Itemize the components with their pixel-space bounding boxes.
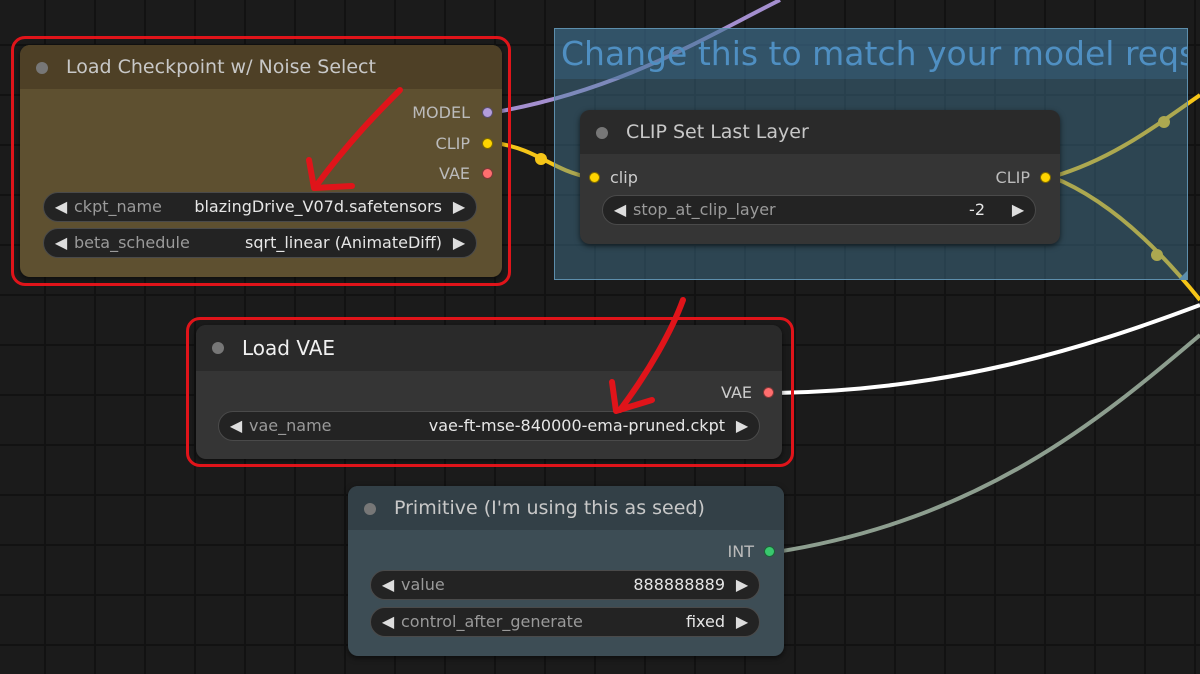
output-label-clip: CLIP [435,134,470,153]
clip-wire-reroute-dot-2[interactable] [1158,116,1170,128]
node-title: Load Checkpoint w/ Noise Select [66,56,376,78]
arrow-left-icon[interactable]: ◀ [54,197,68,216]
output-label-clip: CLIP [995,168,1030,187]
node-header[interactable]: CLIP Set Last Layer [580,110,1060,154]
primitive-seed-node[interactable]: Primitive (I'm using this as seed) INT ◀… [348,486,784,656]
node-title: Primitive (I'm using this as seed) [394,497,705,519]
arrow-left-icon[interactable]: ◀ [381,612,395,631]
output-label-model: MODEL [412,103,470,122]
collapse-dot-icon[interactable] [36,62,48,74]
collapse-dot-icon[interactable] [596,127,608,139]
widget-label: stop_at_clip_layer [633,200,776,219]
widget-value: blazingDrive_V07d.safetensors [194,197,442,216]
widget-value: -2 [969,200,985,219]
clip-set-last-layer-node[interactable]: CLIP Set Last Layer clip CLIP ◀ stop_at_… [580,110,1060,244]
vae-output-socket[interactable] [763,387,774,398]
arrow-left-icon[interactable]: ◀ [54,233,68,252]
control-after-generate-combo[interactable]: ◀ control_after_generate fixed ▶ [370,607,760,637]
output-label-int: INT [727,542,754,561]
vae-name-combo[interactable]: ◀ vae_name vae-ft-mse-840000-ema-pruned.… [218,411,760,441]
widget-value: sqrt_linear (AnimateDiff) [245,233,442,252]
clip-wire-out-top [1051,93,1200,179]
clip-output-socket[interactable] [482,138,493,149]
model-output-socket[interactable] [482,107,493,118]
group-title: Change this to match your model reqs [561,34,1187,73]
arrow-right-icon[interactable]: ▶ [452,197,466,216]
group-title-bar[interactable] [555,29,1187,79]
widget-value: 888888889 [633,575,725,594]
input-label-clip: clip [610,168,638,187]
model-wire [495,0,781,114]
arrow-right-icon[interactable]: ▶ [1011,200,1025,219]
beta-schedule-combo[interactable]: ◀ beta_schedule sqrt_linear (AnimateDiff… [43,228,477,258]
collapse-dot-icon[interactable] [364,503,376,515]
stop-at-clip-layer-number[interactable]: ◀ stop_at_clip_layer -2 ▶ [602,195,1036,225]
arrow-right-icon[interactable]: ▶ [735,575,749,594]
highlight-box-vae [186,317,794,467]
collapse-dot-icon[interactable] [212,342,224,354]
clip-wire-out-bottom [1051,175,1200,302]
vae-output-socket[interactable] [482,168,493,179]
arrow-left-icon[interactable]: ◀ [229,416,243,435]
output-label-vae: VAE [439,164,470,183]
widget-label: control_after_generate [401,612,583,631]
group-resize-handle[interactable] [1179,271,1187,279]
output-label-vae: VAE [721,383,752,402]
int-output-socket[interactable] [764,546,775,557]
int-wire [775,333,1200,554]
widget-label: beta_schedule [74,233,190,252]
arrow-left-icon[interactable]: ◀ [381,575,395,594]
clip-wire-reroute-dot-3[interactable] [1151,249,1163,261]
arrow-left-icon[interactable]: ◀ [613,200,627,219]
node-title: Load VAE [242,336,336,360]
clip-wire-reroute-dot[interactable] [535,153,547,165]
arrow-right-icon[interactable]: ▶ [735,612,749,631]
widget-label: ckpt_name [74,197,162,216]
clip-output-socket[interactable] [1040,172,1051,183]
arrow-right-icon[interactable]: ▶ [452,233,466,252]
clip-input-socket[interactable] [589,172,600,183]
widget-value: fixed [685,612,725,631]
arrow-right-icon[interactable]: ▶ [735,416,749,435]
load-checkpoint-node[interactable]: Load Checkpoint w/ Noise Select MODEL CL… [20,45,502,277]
node-title: CLIP Set Last Layer [626,121,809,143]
widget-label: vae_name [249,416,332,435]
seed-value-number[interactable]: ◀ value 888888889 ▶ [370,570,760,600]
widget-label: value [401,575,445,594]
widget-value: vae-ft-mse-840000-ema-pruned.ckpt [428,416,725,435]
ckpt-name-combo[interactable]: ◀ ckpt_name blazingDrive_V07d.safetensor… [43,192,477,222]
vae-wire [775,303,1200,395]
node-header[interactable]: Load Checkpoint w/ Noise Select [20,45,502,89]
highlight-box-checkpoint [11,36,511,286]
node-header[interactable]: Primitive (I'm using this as seed) [348,486,784,530]
